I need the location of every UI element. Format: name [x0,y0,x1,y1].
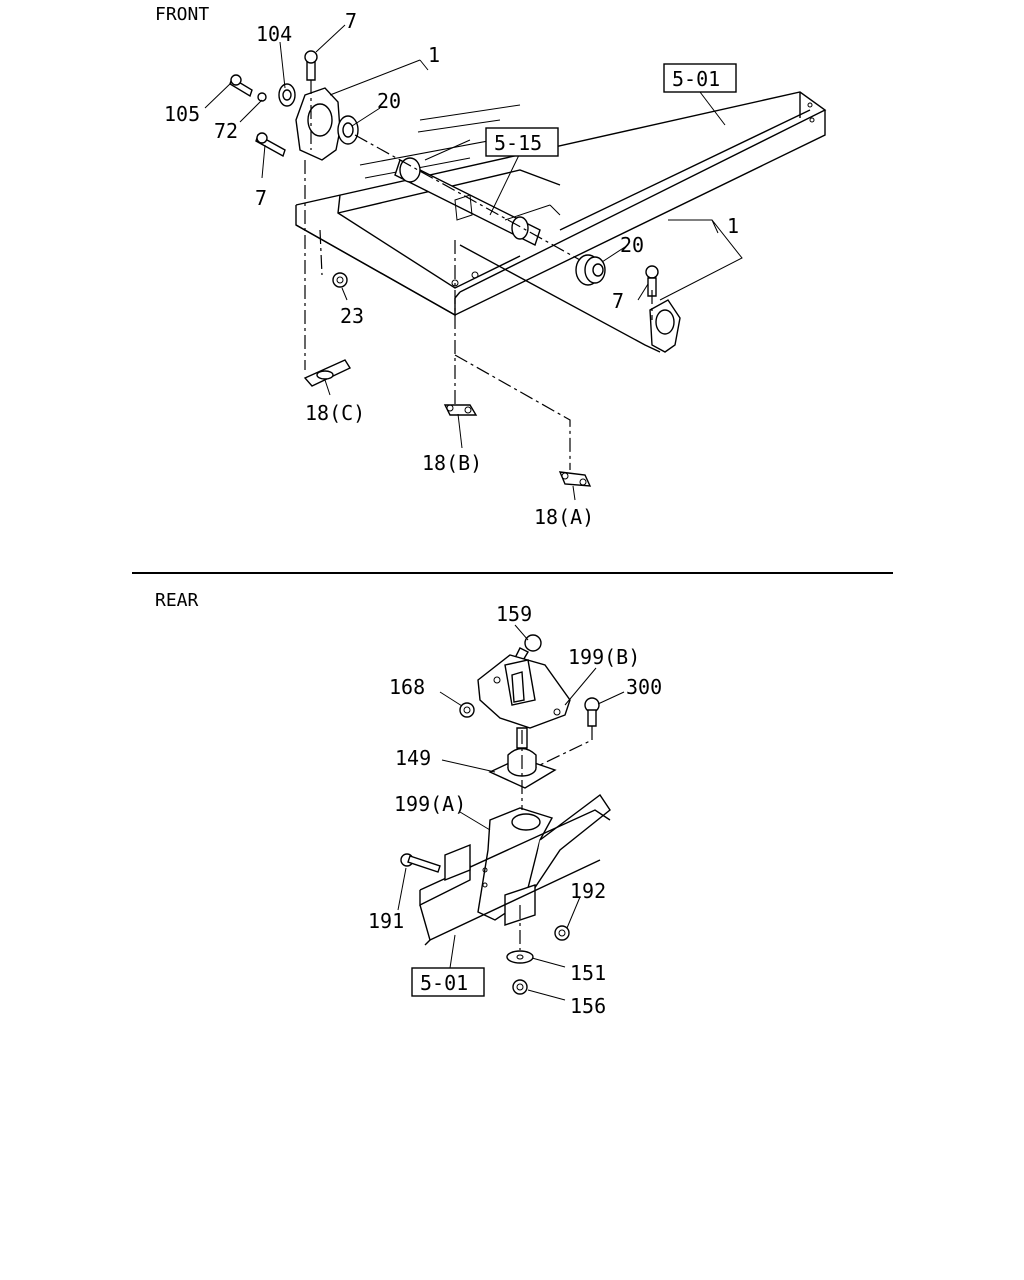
washer-151 [506,950,534,964]
ref-5-15: 5-15 [494,131,542,155]
bracket-18b [443,404,478,416]
label-part-300: 300 [626,675,662,699]
bolt-191 [400,853,441,873]
rear-centerlines [519,726,593,950]
label-part-18a: 18(A) [534,505,594,529]
label-part-159: 159 [496,602,532,626]
label-part-199b: 199(B) [568,645,640,669]
section-title-front: FRONT [155,4,209,25]
label-part-1-top: 1 [428,43,440,67]
front-centerlines [304,80,653,470]
ref-box-5-01-rear [411,967,485,997]
label-part-20-right: 20 [620,233,644,257]
bracket-199b [477,654,571,729]
label-part-7-right: 7 [612,289,624,313]
bracket-18a [558,471,592,487]
ref-box-5-15 [485,127,559,157]
label-part-23: 23 [340,304,364,328]
nut-192 [554,925,570,941]
label-part-191: 191 [368,909,404,933]
label-part-72: 72 [214,119,238,143]
label-part-156: 156 [570,994,606,1018]
section-title-rear: REAR [155,590,199,611]
bracket-18c [303,359,352,387]
front-left-mount [229,50,359,161]
label-part-18b: 18(B) [422,451,482,475]
front-right-mount [575,254,681,353]
nut-156 [512,979,528,995]
nut-168 [459,702,475,718]
label-part-1-right: 1 [727,214,739,238]
label-part-199a: 199(A) [394,792,466,816]
nut-23 [332,272,348,288]
label-part-18c: 18(C) [305,401,365,425]
frame-crossmember [295,91,827,353]
ref-5-01-rear: 5-01 [420,971,468,995]
label-part-7-top: 7 [345,9,357,33]
ref-5-01-front: 5-01 [672,67,720,91]
front-center-shaft [394,139,561,246]
ref-box-5-01-front [663,63,737,93]
label-part-151: 151 [570,961,606,985]
bolt-300 [584,697,600,727]
bracket-199a-frame [419,793,611,946]
label-part-192: 192 [570,879,606,903]
label-part-20-top: 20 [377,89,401,113]
label-part-149: 149 [395,746,431,770]
front-leaders [204,24,743,501]
label-part-7-left: 7 [255,186,267,210]
label-part-104: 104 [256,22,292,46]
label-part-105: 105 [164,102,200,126]
label-part-168: 168 [389,675,425,699]
rear-leaders [397,624,625,1001]
